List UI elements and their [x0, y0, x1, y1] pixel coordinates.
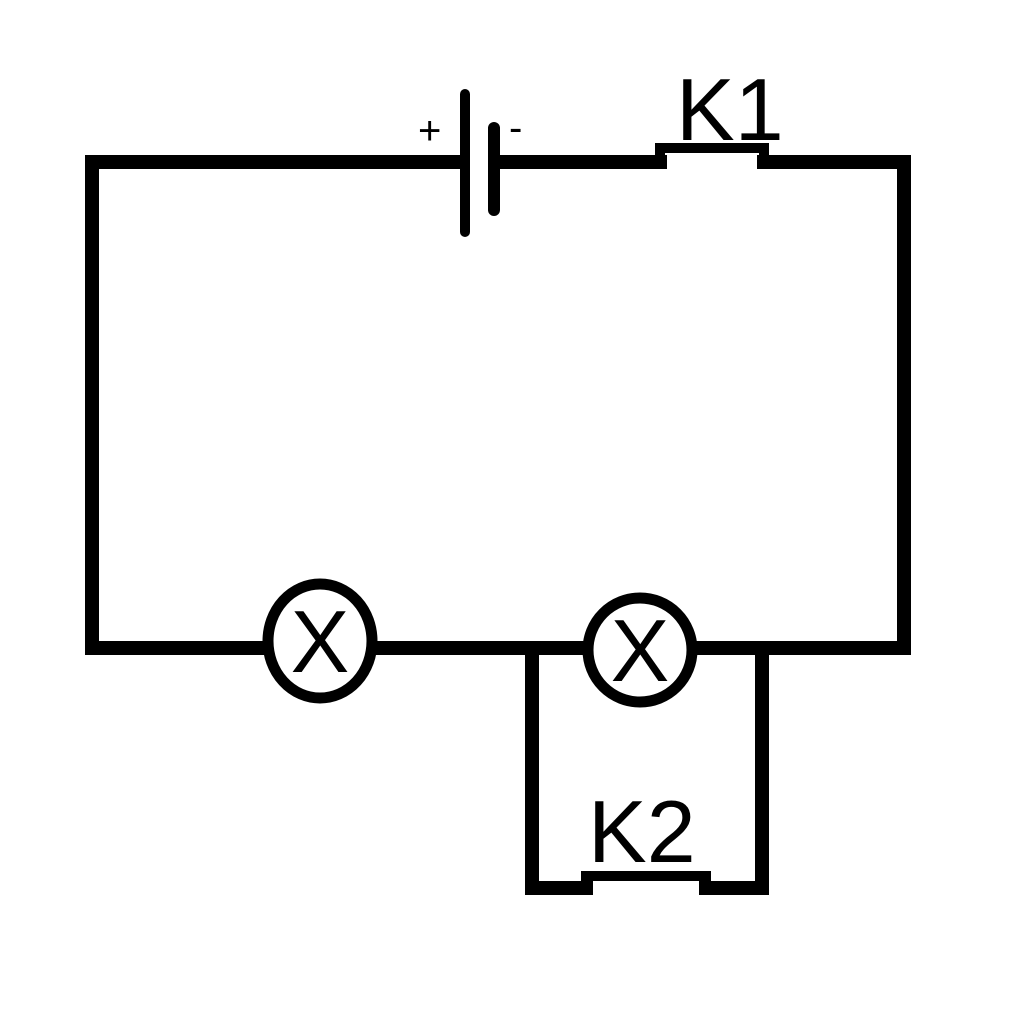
- switch-k2-label: K2: [588, 782, 696, 881]
- lamp-2: X: [582, 592, 698, 708]
- switch-k1: K1: [655, 60, 784, 167]
- battery-minus-label: -: [509, 106, 522, 150]
- switch-k1-label: K1: [676, 60, 784, 159]
- switch-k1-lever: [655, 143, 769, 167]
- lamp-1-symbol: X: [291, 592, 350, 691]
- battery-plus-label: +: [418, 109, 441, 153]
- lamp-1: X: [262, 578, 378, 704]
- lamp-2-symbol: X: [611, 601, 670, 700]
- lamp-2-circle: [582, 592, 698, 708]
- lamp-1-circle: [262, 578, 378, 704]
- switch-k2-lever: [581, 871, 711, 893]
- switch-k2: K2: [581, 782, 711, 893]
- battery: + -: [418, 89, 522, 237]
